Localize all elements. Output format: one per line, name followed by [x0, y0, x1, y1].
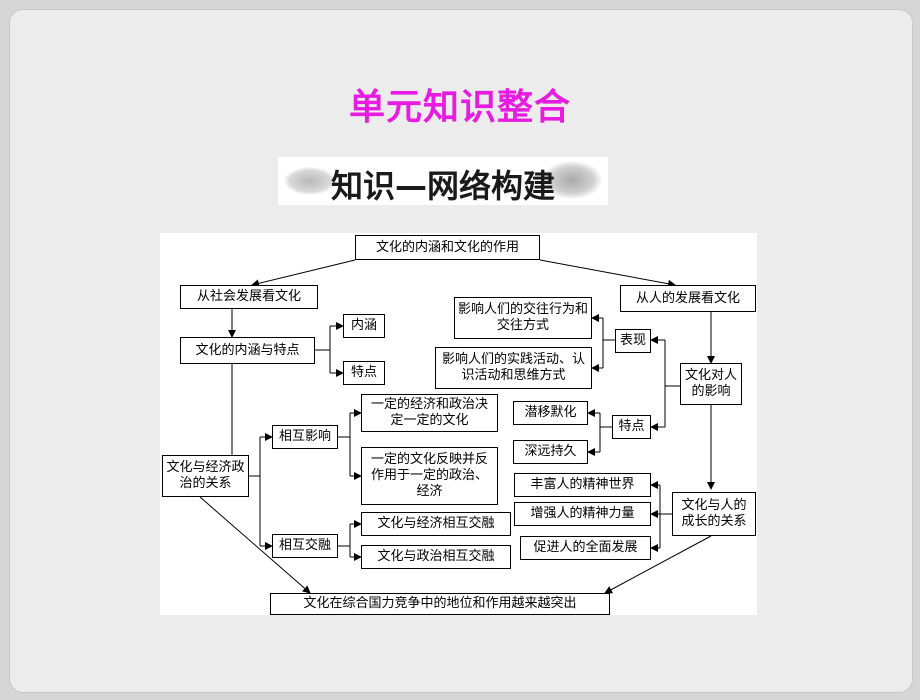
node-lasting: 深远持久 — [513, 440, 588, 464]
node-blend-pol: 文化与政治相互交融 — [361, 545, 511, 569]
node-left-branch: 从社会发展看文化 — [180, 285, 318, 309]
diagram-connectors — [199, 259, 715, 594]
node-blend-econ: 文化与经济相互交融 — [361, 512, 511, 536]
node-strengthen: 增强人的精神力量 — [514, 502, 651, 526]
node-top: 文化的内涵和文化的作用 — [355, 235, 540, 260]
node-promote: 促进人的全面发展 — [520, 536, 651, 560]
banner-decoration-right — [542, 161, 602, 199]
node-econ-pol: 文化与经济政治的关系 — [162, 455, 249, 497]
node-neihan: 内涵 — [343, 314, 385, 338]
section-banner: 知识—网络构建 — [278, 157, 608, 205]
node-culture-effect: 文化对人的影响 — [680, 363, 742, 405]
node-enrich: 丰富人的精神世界 — [514, 473, 651, 497]
node-practice: 影响人们的实践活动、认识活动和思维方式 — [435, 347, 592, 389]
node-biaoxian: 表现 — [615, 329, 651, 353]
node-mutual-influence: 相互影响 — [272, 425, 338, 449]
node-growth: 文化与人的成长的关系 — [672, 492, 756, 536]
node-decide: 一定的经济和政治决定一定的文化 — [361, 394, 498, 432]
node-bottom: 文化在综合国力竞争中的地位和作用越来越突出 — [270, 593, 610, 615]
banner-decoration-left — [284, 167, 336, 195]
node-tedian-right: 特点 — [612, 415, 651, 439]
banner-text: 知识—网络构建 — [330, 167, 555, 205]
node-react: 一定的文化反映并反作用于一定的政治、经济 — [361, 447, 498, 505]
slide-title: 单元知识整合 — [348, 87, 571, 128]
node-social-interaction: 影响人们的交往行为和交往方式 — [454, 297, 592, 339]
node-right-branch: 从人的发展看文化 — [620, 285, 756, 312]
node-connotation: 文化的内涵与特点 — [180, 337, 315, 364]
node-tedian-left: 特点 — [343, 361, 385, 385]
knowledge-diagram: 文化的内涵和文化的作用 从社会发展看文化 从人的发展看文化 文化的内涵与特点 内… — [160, 233, 757, 615]
node-subtle: 潜移默化 — [513, 401, 588, 425]
node-mutual-blend: 相互交融 — [272, 534, 338, 558]
